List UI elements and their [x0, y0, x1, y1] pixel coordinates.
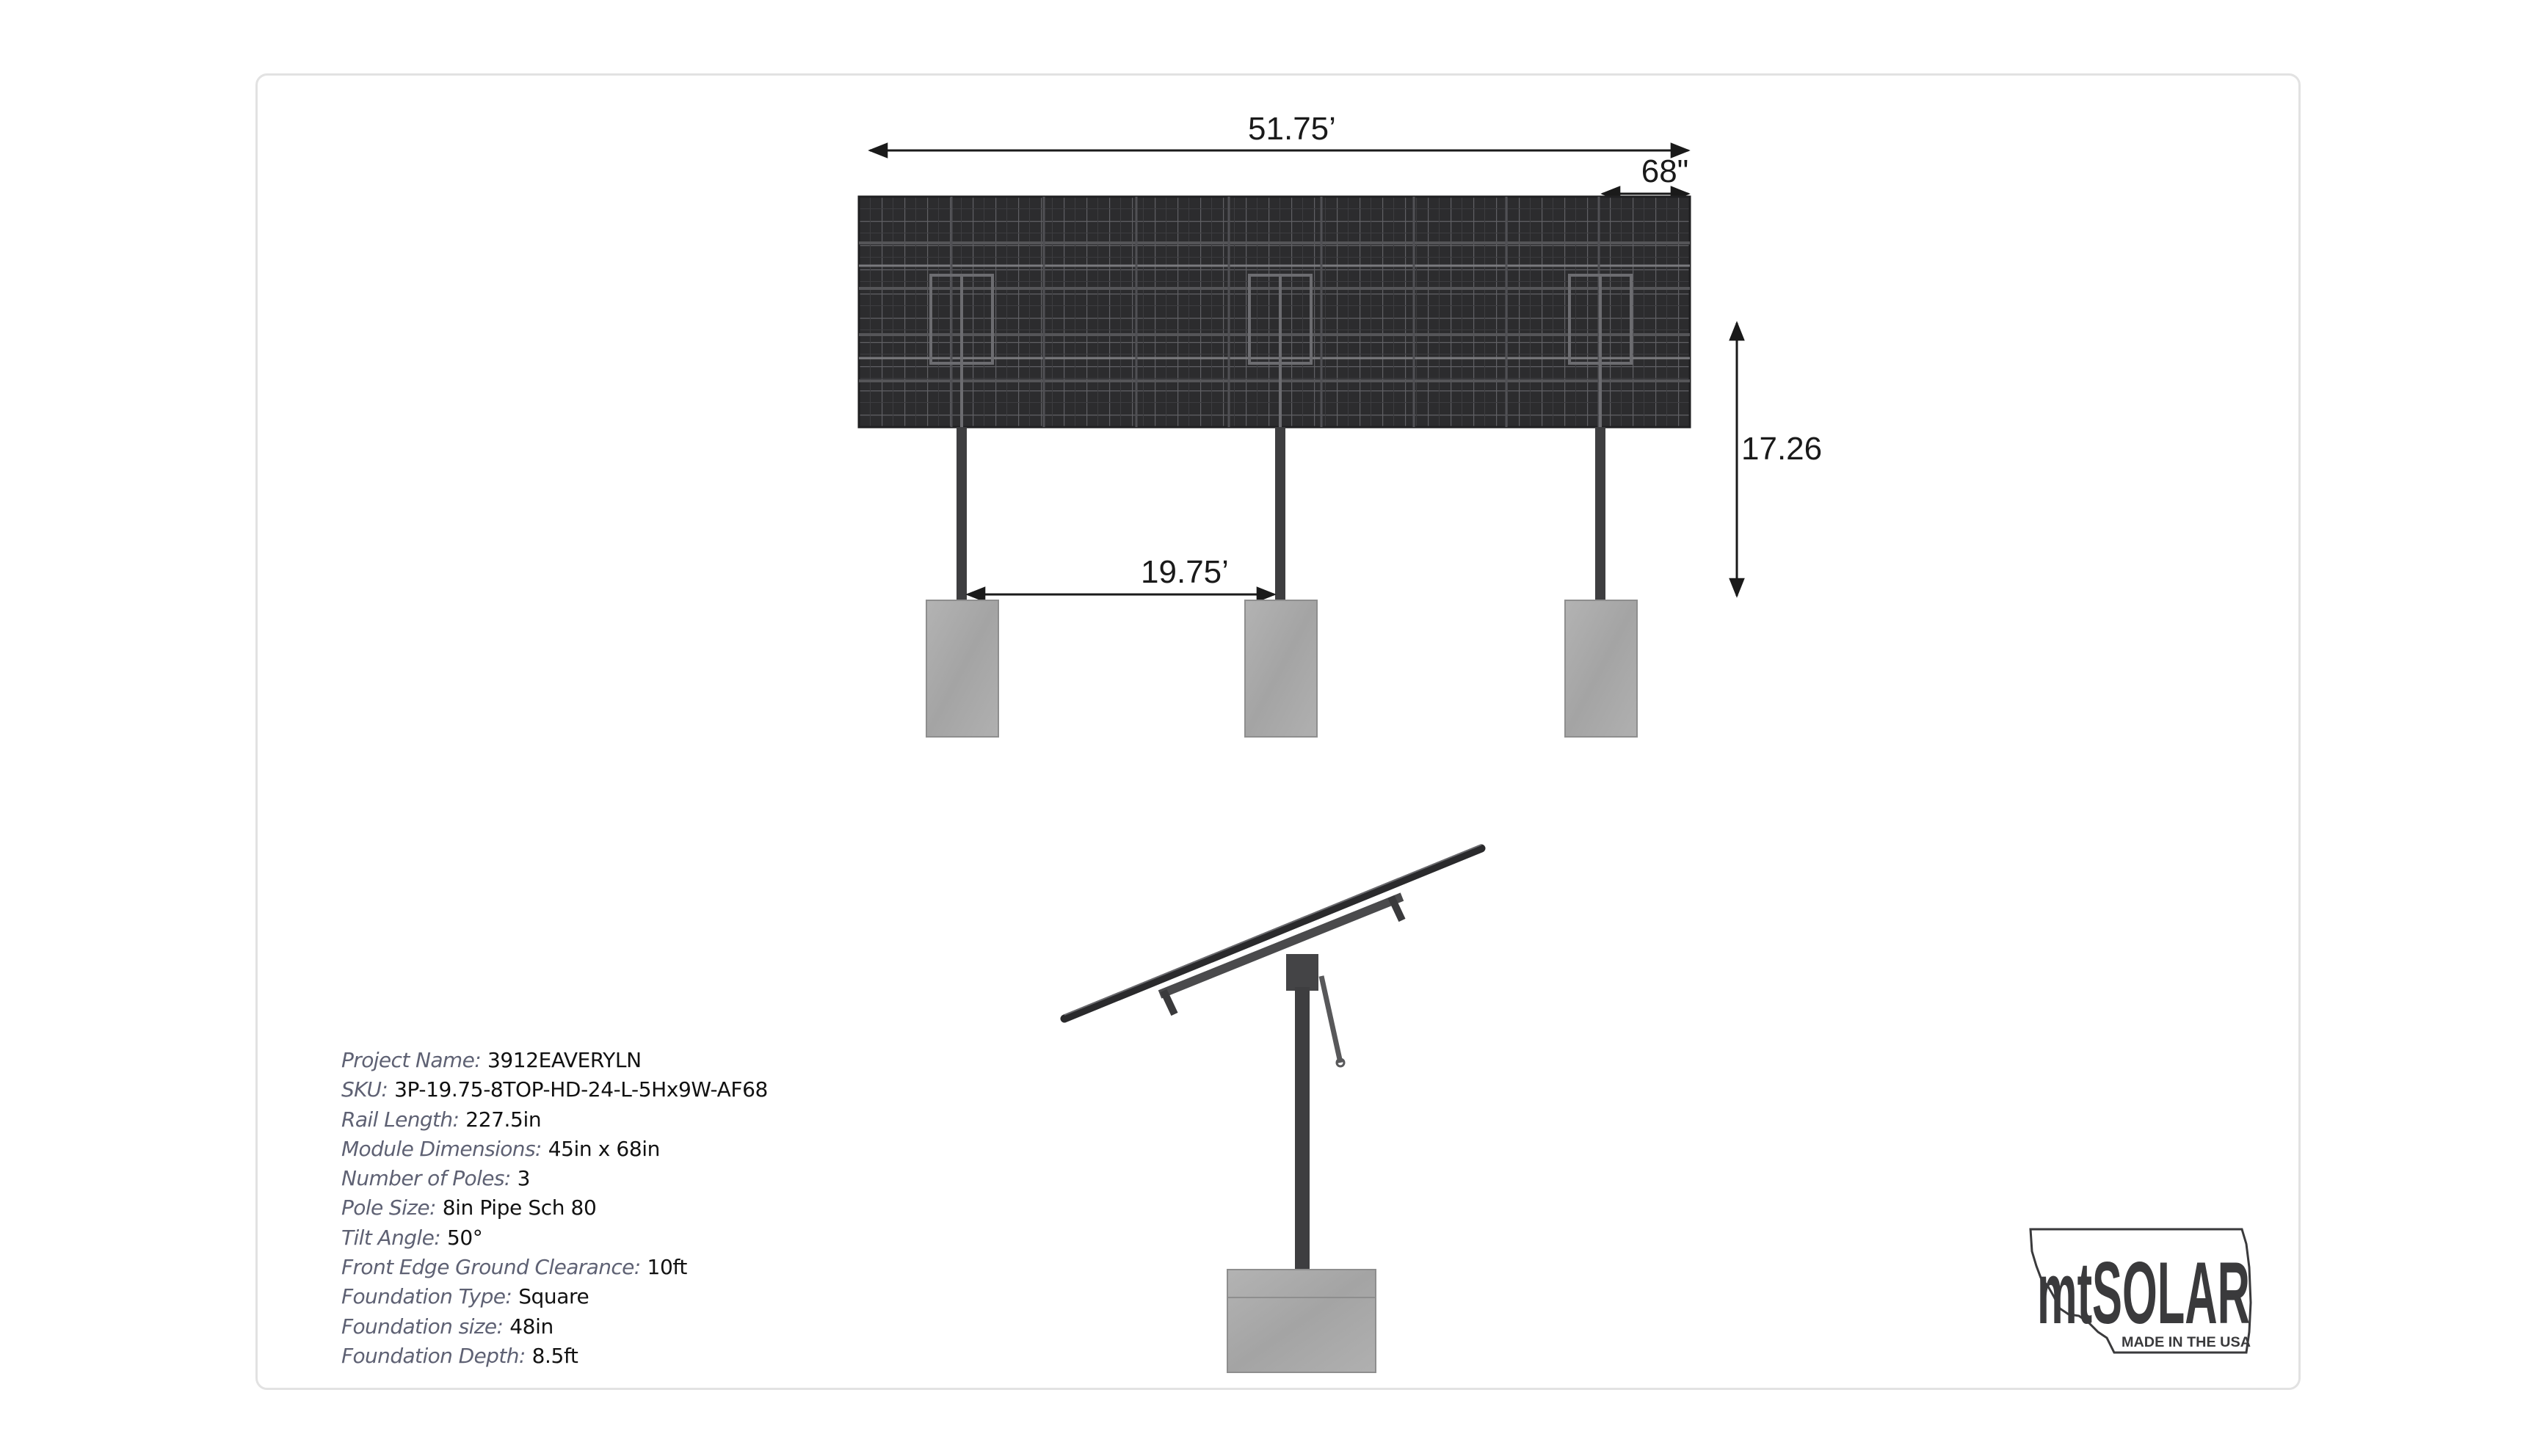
front-view: 51.75’ 68"	[857, 111, 1822, 738]
side-foundation	[1227, 1269, 1376, 1373]
pole-spacing-label: 19.75’	[1141, 554, 1229, 590]
rail-bracket-right	[1387, 895, 1406, 922]
tilt-head	[1286, 954, 1318, 991]
spec-ground-clearance: Front Edge Ground Clearance: 10ft	[341, 1255, 687, 1280]
spec-sku: SKU: 3P-19.75-8TOP-HD-24-L-5Hx9W-AF68	[341, 1077, 768, 1102]
solar-panel-array	[857, 195, 1691, 429]
foundation-3	[1564, 600, 1638, 738]
side-rail	[1158, 892, 1404, 999]
spec-rail-length: Rail Length: 227.5in	[341, 1107, 542, 1132]
spec-foundation-depth: Foundation Depth: 8.5ft	[341, 1343, 578, 1368]
spec-project-name: Project Name: 3912EAVERYLN	[341, 1048, 642, 1072]
tilt-actuator	[1318, 975, 1343, 1063]
front-foundations	[926, 600, 1638, 738]
montana-outline-icon	[2029, 1228, 2252, 1354]
logo-brand: mtSOLAR	[2037, 1244, 2250, 1342]
spec-list: Project Name: 3912EAVERYLN SKU: 3P-19.75…	[341, 1046, 1002, 1371]
module-width-label: 68"	[1641, 153, 1689, 189]
side-pole	[1295, 987, 1310, 1270]
height-label: 17.26	[1741, 431, 1822, 467]
foundation-2	[1244, 600, 1318, 738]
front-poles	[957, 427, 1605, 600]
foundation-1	[926, 600, 999, 738]
spec-foundation-size: Foundation size: 48in	[341, 1314, 554, 1339]
pole-1	[957, 427, 967, 600]
side-panel	[1060, 844, 1486, 1023]
pole-2	[1275, 427, 1285, 600]
spec-pole-size: Pole Size: 8in Pipe Sch 80	[341, 1195, 597, 1220]
side-view	[1060, 844, 1486, 1373]
panel-row-separators	[859, 241, 1690, 382]
overall-width-label: 51.75’	[1248, 111, 1336, 147]
rail-bracket-left	[1160, 989, 1178, 1016]
spec-tilt-angle: Tilt Angle: 50°	[341, 1225, 483, 1250]
spec-foundation-type: Foundation Type: Square	[341, 1284, 589, 1309]
mtsolar-logo: mtSOLAR MADE IN THE USA	[2029, 1228, 2252, 1354]
logo-tagline: MADE IN THE USA	[2122, 1335, 2251, 1350]
spec-number-of-poles: Number of Poles: 3	[341, 1166, 531, 1191]
pole-3	[1595, 427, 1605, 600]
spec-module-dimensions: Module Dimensions: 45in x 68in	[341, 1136, 660, 1161]
rack-heads	[929, 274, 1633, 427]
